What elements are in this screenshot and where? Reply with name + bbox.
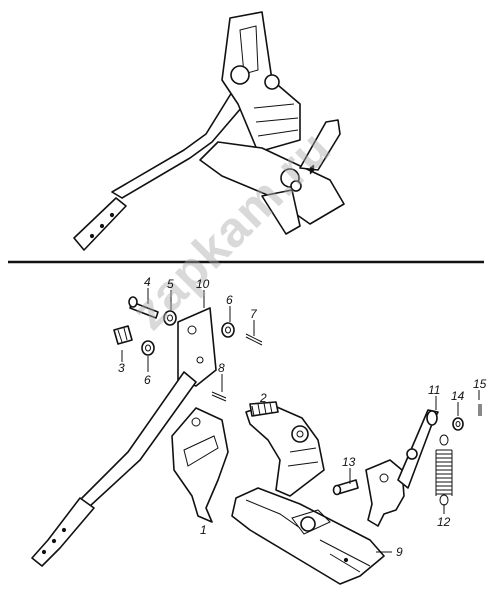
callout-10: 10: [196, 277, 210, 291]
washer-part-14: [452, 417, 464, 431]
cotter-pin-part-8: [211, 391, 227, 402]
callout-11: 11: [428, 383, 441, 397]
callout-5: 5: [167, 277, 174, 291]
callout-13: 13: [342, 455, 356, 469]
exploded-pedal-view: [31, 288, 482, 585]
mounting-base-assembled: [199, 141, 345, 225]
callout-2: 2: [260, 391, 267, 405]
callout-6-left: 6: [144, 373, 151, 387]
callout-3: 3: [118, 361, 125, 375]
pin-part-4: [128, 296, 159, 319]
pedal-lever-part-10: [31, 307, 217, 567]
pedal-lever-assembled: [111, 91, 249, 199]
cotter-pin-part-7: [245, 333, 263, 346]
callout-14: 14: [451, 389, 465, 403]
bushing-part-3: [113, 325, 133, 345]
callout-15: 15: [473, 377, 487, 391]
pedal-pad-assembled: [73, 197, 127, 251]
callout-12: 12: [437, 515, 451, 529]
adjusting-lever-assembled: [299, 119, 341, 171]
spring-assembled: [309, 164, 315, 175]
callout-8: 8: [218, 361, 225, 375]
callout-4: 4: [144, 275, 151, 289]
cotter-pin-part-15: [478, 404, 482, 416]
washer-part-6-right: [221, 322, 235, 338]
assembled-pedal-view: [73, 11, 345, 251]
callout-leaders: [121, 288, 480, 553]
pin-part-13: [332, 479, 359, 496]
callout-9: 9: [396, 545, 403, 559]
adjusting-lever-part-11: [365, 409, 439, 527]
callout-1: 1: [200, 523, 207, 537]
callout-6-right: 6: [226, 293, 233, 307]
return-spring-part-12: [435, 434, 453, 506]
hook-link-part-1: [171, 407, 229, 523]
washer-part-5: [163, 310, 177, 326]
washer-part-6-left: [141, 340, 155, 356]
callout-7: 7: [250, 307, 257, 321]
mounting-base-part-9: [231, 401, 385, 585]
